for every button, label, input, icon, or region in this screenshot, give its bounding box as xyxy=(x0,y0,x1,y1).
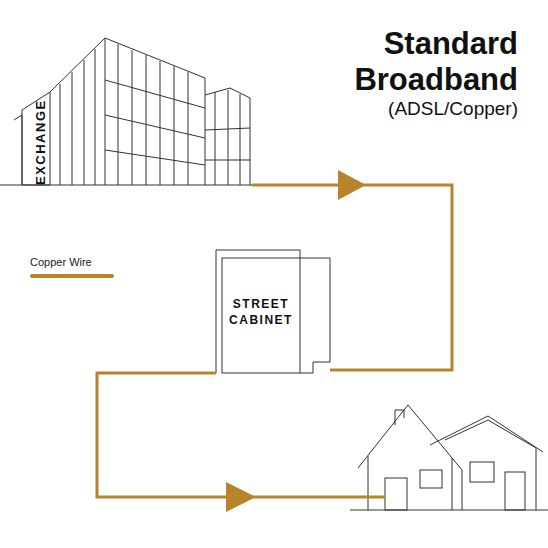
diagram-title: Standard Broadband xyxy=(328,26,518,98)
street-cabinet-node: STREET CABINET xyxy=(216,250,330,373)
flow-arrowhead xyxy=(226,482,256,512)
copper-wire-to-house xyxy=(97,373,385,497)
exchange-building xyxy=(0,38,252,185)
legend-entry: Copper Wire xyxy=(30,256,150,278)
node-label: EXCHANGE xyxy=(33,99,48,185)
house-drawing xyxy=(350,405,548,510)
connector-arrowhead xyxy=(338,170,366,200)
node-label: STREET CABINET xyxy=(222,296,300,328)
connector-layer xyxy=(252,170,452,370)
legend-line-sample xyxy=(30,274,114,278)
street-cabinet-outline xyxy=(216,250,330,373)
copper-wire-connector xyxy=(252,170,452,370)
connector-line xyxy=(252,185,452,370)
subtitle-label: (ADSL/Copper) xyxy=(318,98,518,120)
exchange-node: EXCHANGE xyxy=(20,35,252,185)
legend-text: Copper Wire xyxy=(30,256,150,268)
